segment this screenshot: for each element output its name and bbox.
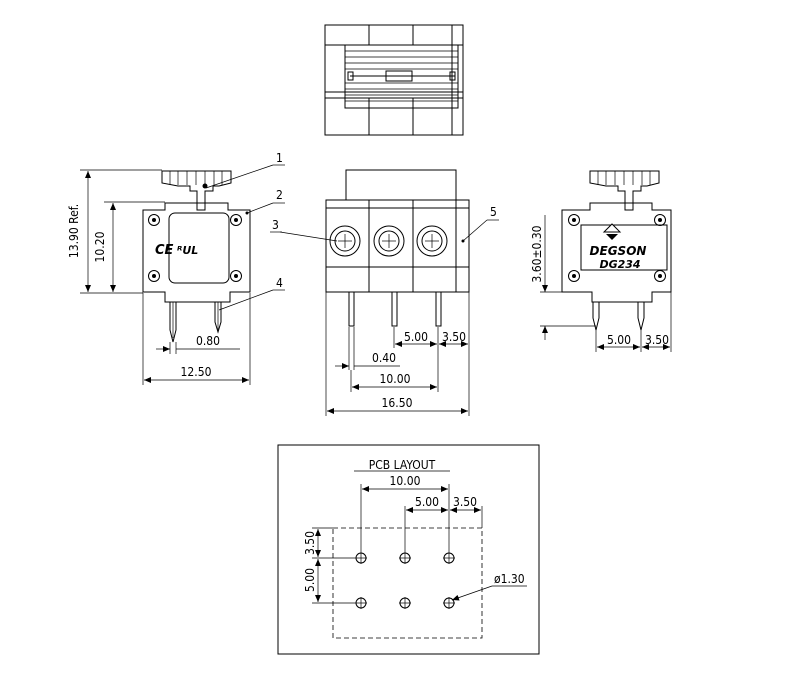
ce-mark: CE xyxy=(155,243,174,258)
callout-4: 4 xyxy=(276,276,283,290)
dim-pin-width: 0.80 xyxy=(196,334,220,348)
degson-logo xyxy=(602,223,622,233)
pcb-title: PCB LAYOUT xyxy=(369,458,436,472)
pcb-dim-pitch-y: 5.00 xyxy=(303,568,317,592)
pcb-dim-pitch-x: 5.00 xyxy=(415,495,439,509)
ul-mark: ᴿUL xyxy=(177,244,198,257)
pcb-dim-edge-y: 3.50 xyxy=(303,531,317,555)
callout-3: 3 xyxy=(272,218,279,232)
dim-pin-length: 3.60±0.30 xyxy=(530,225,544,282)
dim-pin: 0.40 xyxy=(372,351,396,365)
brand-label: DEGSON xyxy=(590,244,647,258)
dim-width: 12.50 xyxy=(181,365,212,379)
dim-total-width: 16.50 xyxy=(382,396,413,410)
dim-span: 10.00 xyxy=(380,372,411,386)
right-dim-pitch: 5.00 xyxy=(607,333,631,347)
dim-pitch: 5.00 xyxy=(404,330,428,344)
pcb-dim-span: 10.00 xyxy=(390,474,421,488)
pcb-hole-diameter: ø1.30 xyxy=(494,572,525,586)
pcb-layout: PCB LAYOUT 10.00 5.00 3.50 3. xyxy=(277,444,540,655)
callout-1: 1 xyxy=(276,151,283,165)
model-label: DG234 xyxy=(599,258,640,271)
dim-height-body: 10.20 xyxy=(93,231,107,262)
callout-2: 2 xyxy=(276,188,283,202)
top-view xyxy=(324,24,464,136)
side-view: CE ᴿUL 13.90 Ref. 10.20 0.80 12.50 1 2 xyxy=(67,151,285,385)
dim-height-total: 13.90 Ref. xyxy=(67,204,81,258)
right-dim-edge: 3.50 xyxy=(645,333,669,347)
right-side-view: DEGSON DG234 3.60±0.30 5.00 3.50 xyxy=(530,170,672,352)
front-view: 5.00 3.50 0.40 10.00 16.50 3 5 xyxy=(270,169,499,416)
pcb-dim-edge-x: 3.50 xyxy=(453,495,477,509)
dim-edge: 3.50 xyxy=(442,330,466,344)
callout-5: 5 xyxy=(490,205,497,219)
